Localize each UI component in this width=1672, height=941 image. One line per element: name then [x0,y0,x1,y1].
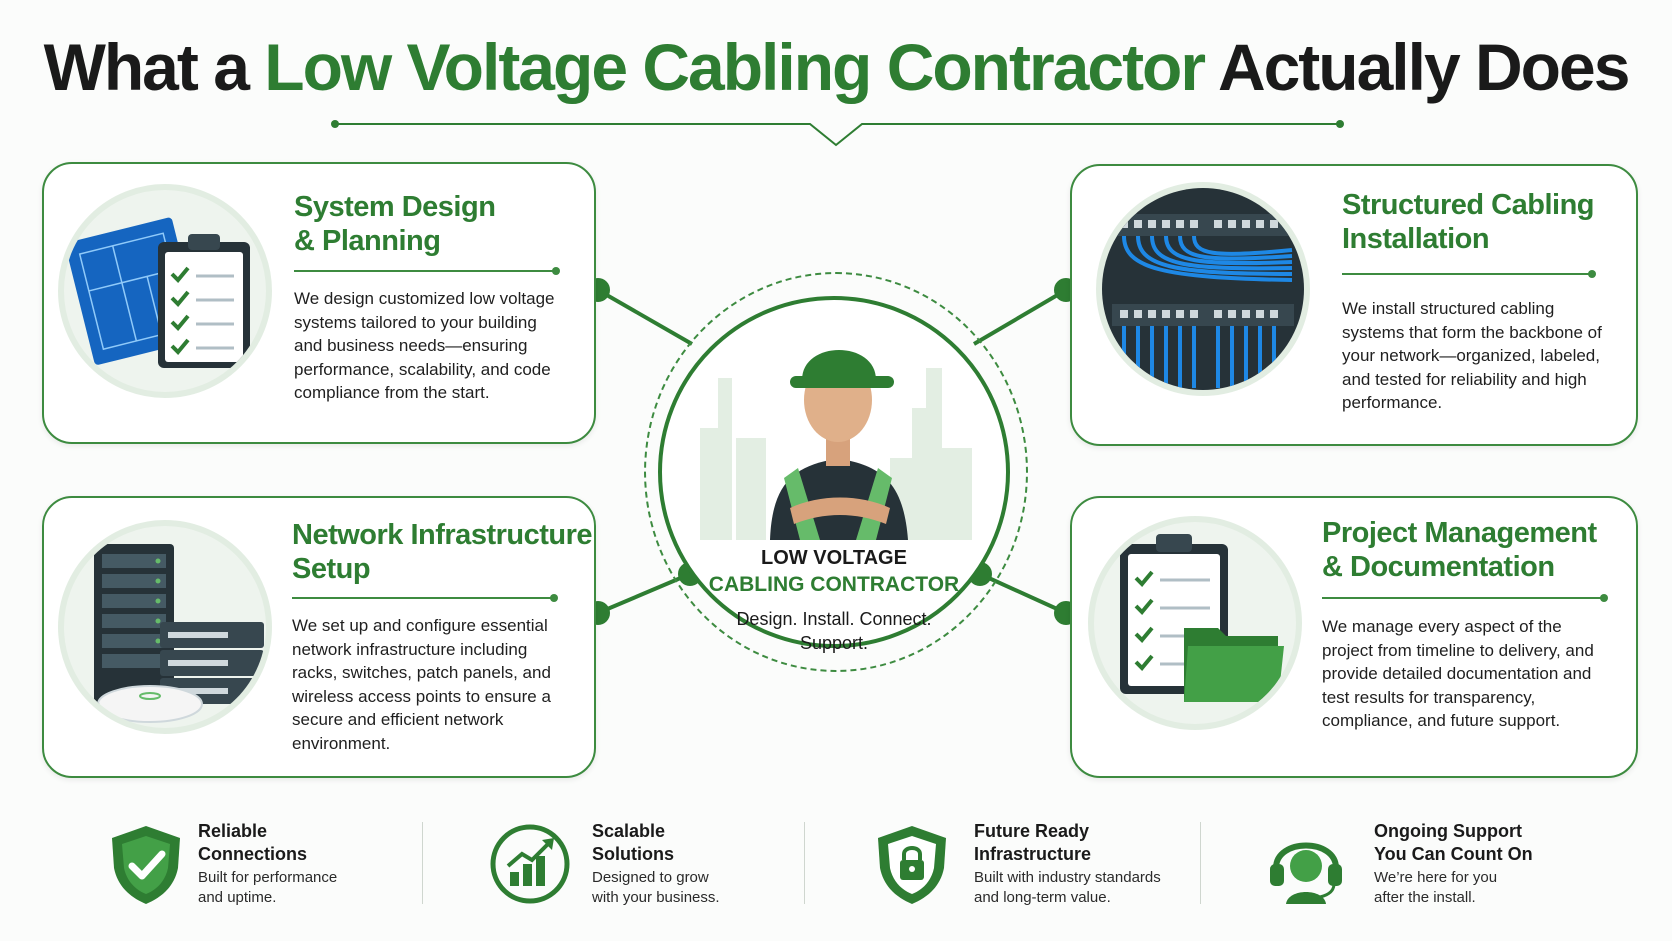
hub-label-line2: CABLING CONTRACTOR [708,573,960,596]
card-description: We manage every aspect of the project fr… [1322,617,1594,730]
feature-divider [1200,822,1201,904]
card-title: Network Infrastructure Setup [292,519,593,585]
title-underline [331,120,1344,147]
card-description: We design customized low voltage systems… [294,289,555,402]
feature-future-ready: Future Ready Infrastructure Built with i… [870,812,1200,922]
card-divider [1322,594,1608,602]
card-title: Project Management & Documentation [1322,517,1597,583]
feature-text: Built for performance and uptime. [198,869,338,906]
card-description: We install structured cabling systems th… [1342,299,1602,412]
shield-lock-icon [878,826,946,904]
feature-reliable-connections: Reliable Connections Built for performan… [104,812,434,922]
headset-support-icon [1270,842,1342,904]
feature-text: Built with industry standards and long-t… [974,869,1161,906]
contractor-hardhat-icon [700,350,972,540]
card-divider [292,594,558,602]
feature-scalable-solutions: Scalable Solutions Designed to grow with… [488,812,788,922]
title-highlight: Low Voltage Cabling Contractor [264,30,1206,104]
feature-text: Designed to grow with your business. [592,869,720,906]
feature-ongoing-support: Ongoing Support You Can Count On We’re h… [1264,812,1594,922]
title-prefix: What a [43,30,250,104]
feature-divider [422,822,423,904]
card-title: System Design & Planning [294,191,496,257]
feature-title: Scalable Solutions [592,821,674,864]
card-project-management: Project Management & Documentation We ma… [1070,496,1638,778]
hub-tagline: Design. Install. Connect. Support. [736,609,932,653]
patch-panel-icon [1096,182,1310,396]
page-title: What a Low Voltage Cabling Contractor Ac… [0,22,1672,112]
blueprint-clipboard-icon [58,184,272,398]
hub-dashed-ring [644,272,1028,672]
card-description: We set up and configure essential networ… [292,616,551,753]
feature-title: Future Ready Infrastructure [974,821,1092,864]
growth-chart-icon [490,824,570,904]
card-divider [294,267,560,275]
feature-text: We’re here for you after the install. [1374,869,1498,906]
card-divider [1342,270,1596,278]
hub-label-line1: LOW VOLTAGE [761,547,907,569]
shield-check-icon [112,826,180,904]
title-suffix: Actually Does [1217,30,1630,104]
server-rack-icon [58,520,272,734]
feature-title: Ongoing Support You Can Count On [1374,821,1533,864]
card-structured-cabling: Structured Cabling Installation We insta… [1070,164,1638,446]
card-title: Structured Cabling Installation [1342,189,1595,255]
feature-title: Reliable Connections [198,821,308,864]
card-network-infrastructure: Network Infrastructure Setup We set up a… [42,496,596,778]
feature-divider [804,822,805,904]
card-system-design: System Design & Planning We design custo… [42,162,596,444]
clipboard-folder-icon [1088,516,1302,730]
